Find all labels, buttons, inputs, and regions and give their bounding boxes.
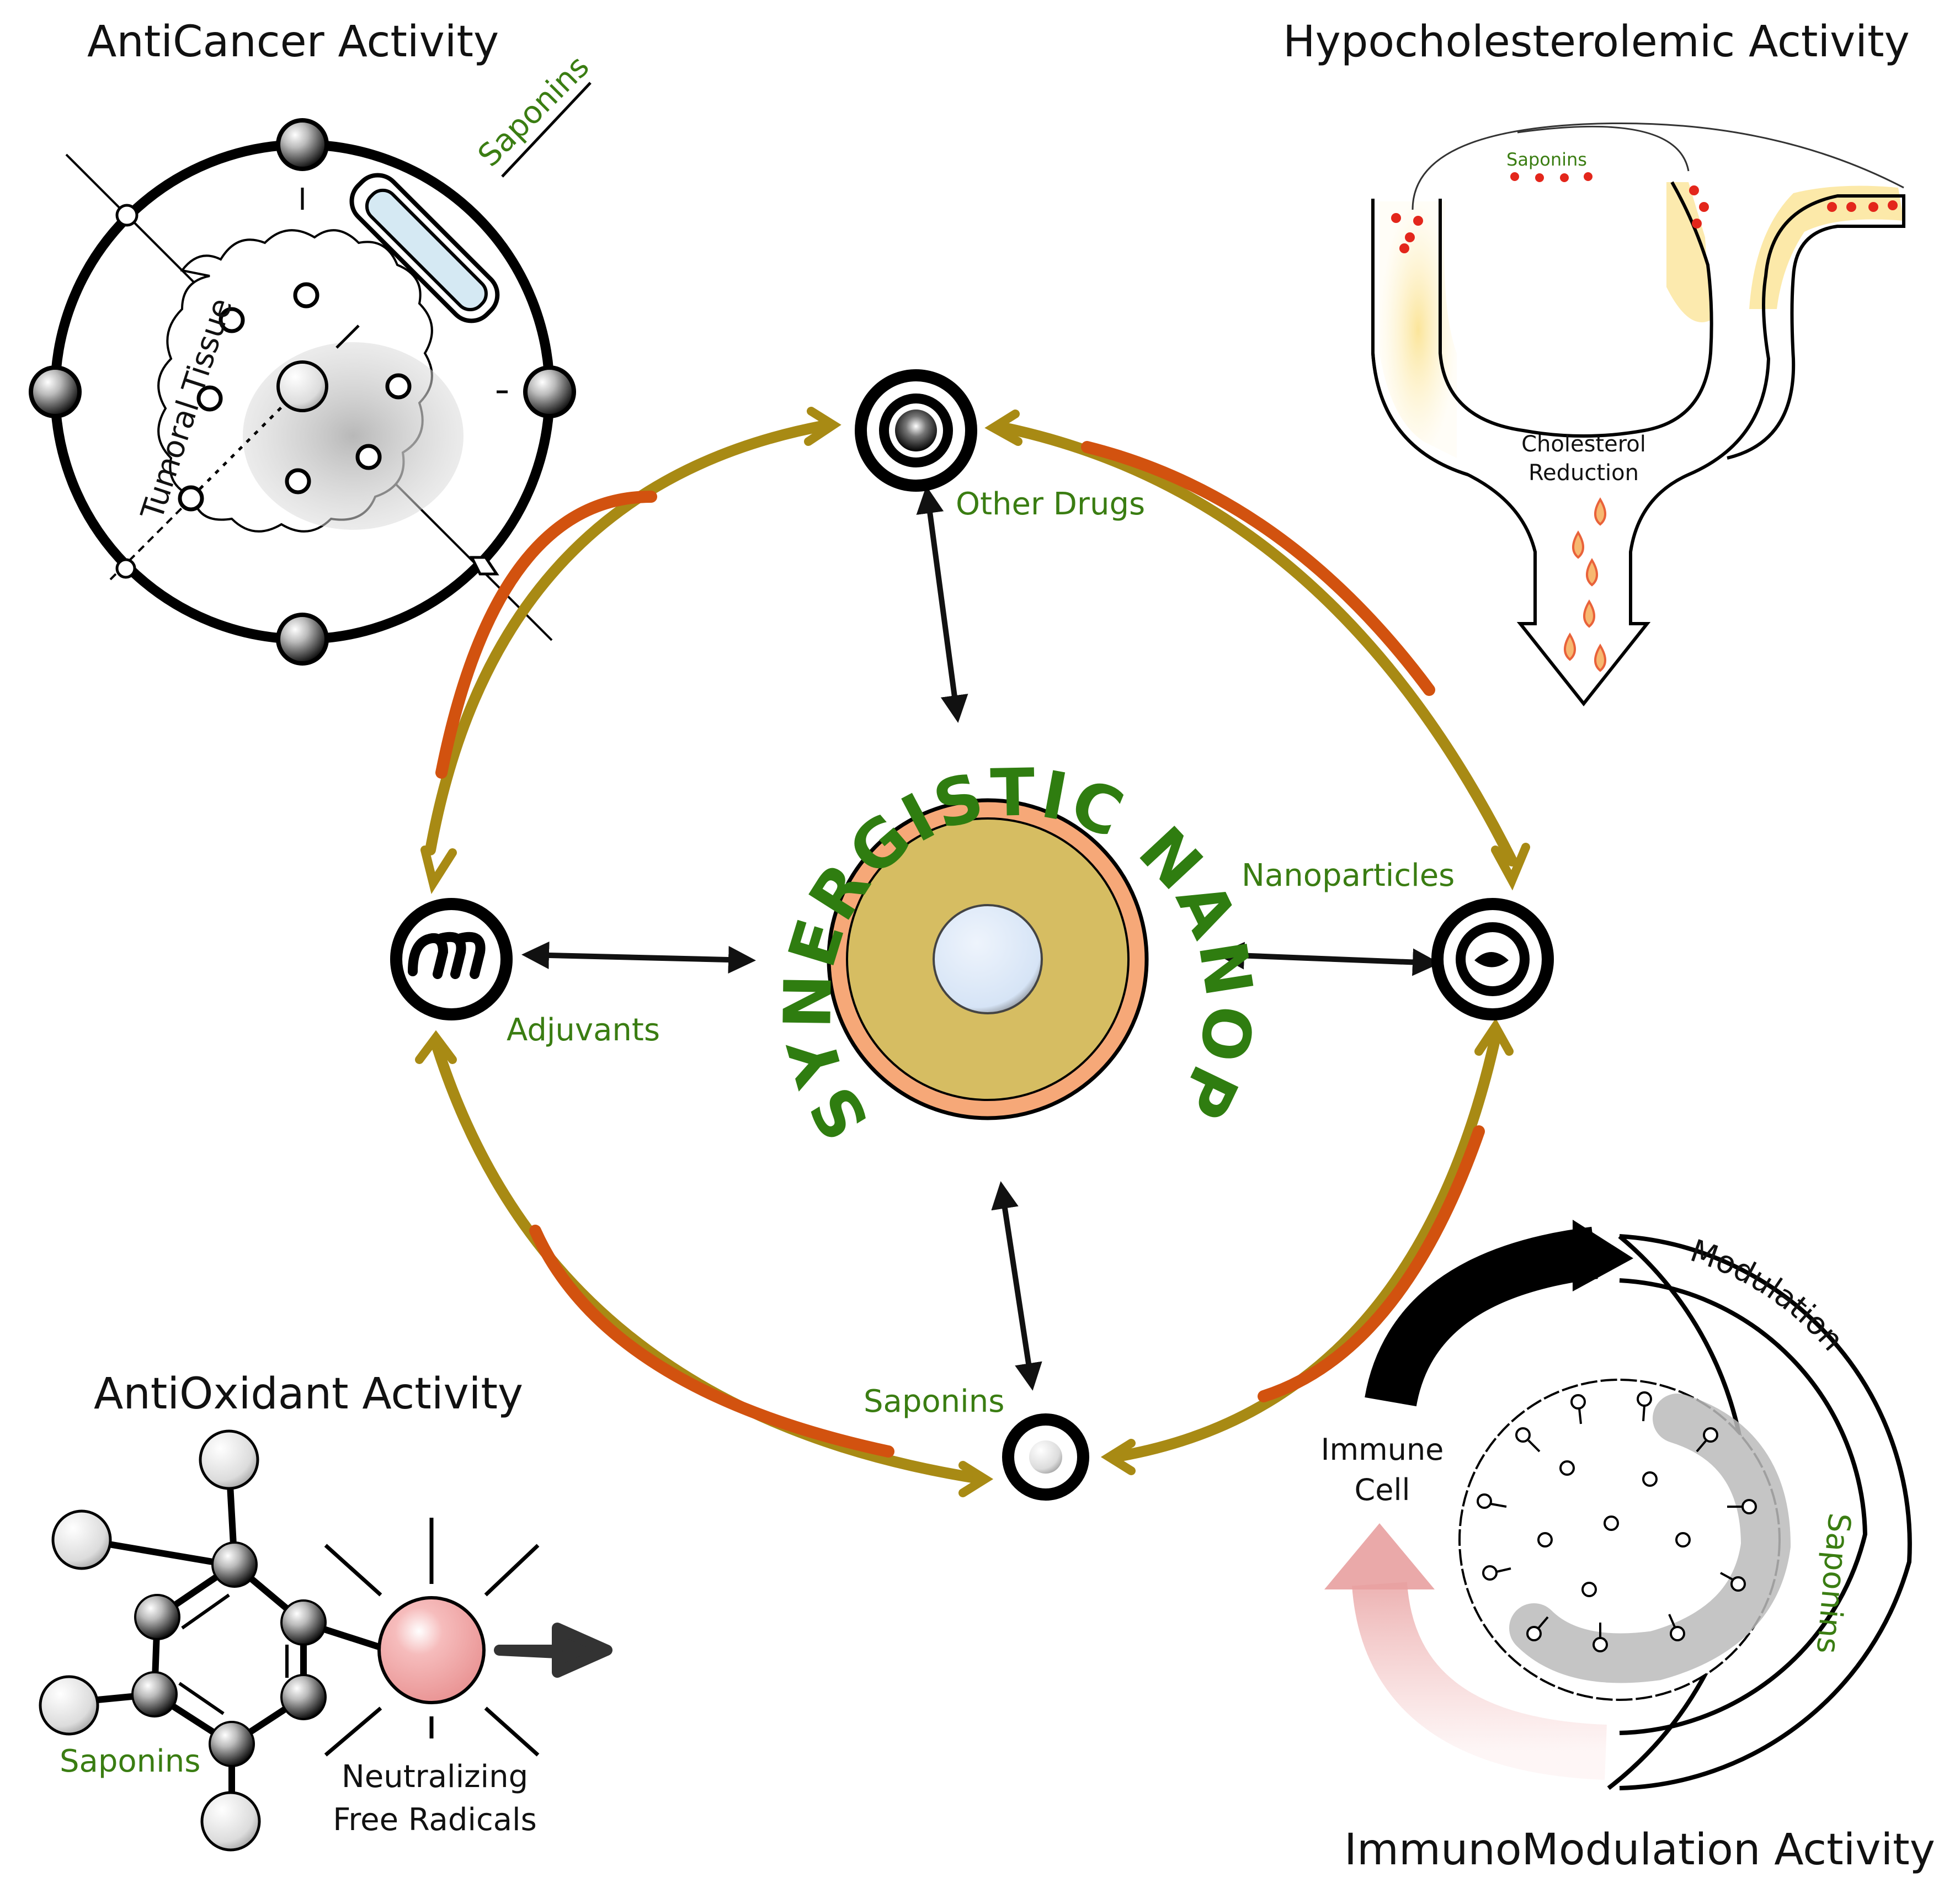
immune-cell-icon [1458, 1379, 1791, 1701]
immunomodulation-title: ImmunoModulation Activity [1344, 1825, 1935, 1875]
double-arrows [521, 486, 1440, 1391]
antioxidant-panel: Saponins Neutralizing Free Radicals [39, 1429, 612, 1852]
immunomodulation-panel: Modulation Saponins Immune Cell [1321, 1220, 1912, 1790]
antioxidant-radicals-line2: Free Radicals [333, 1802, 537, 1838]
node-adjuvants [390, 898, 513, 1020]
free-radical-icon [377, 1596, 486, 1704]
immuno-cell-line1: Immune [1321, 1432, 1444, 1467]
antioxidant-title: AntiOxidant Activity [94, 1369, 523, 1419]
hypocholesterolemic-title: Hypocholesterolemic Activity [1283, 17, 1910, 67]
hypo-reduction-line1: Cholesterol [1521, 432, 1646, 457]
immuno-saponins-label: Saponins [1809, 1512, 1857, 1655]
node-saponins [1002, 1413, 1089, 1501]
ring-node-icons [29, 118, 576, 666]
immuno-cell-line2: Cell [1355, 1472, 1410, 1507]
antioxidant-saponins-label: Saponins [60, 1743, 200, 1779]
node-adjuvants-label: Adjuvants [507, 1012, 660, 1048]
anticancer-title: AntiCancer Activity [87, 17, 499, 67]
syringe-icon [335, 82, 592, 349]
node-saponins-label: Saponins [864, 1384, 1004, 1419]
cycle-arrows [415, 407, 1530, 1497]
adjuvant-glyph-icon [408, 932, 486, 979]
node-nanoparticles [1431, 898, 1554, 1020]
node-other-drugs [855, 369, 977, 492]
anticancer-saponins-label: Saponins [471, 49, 596, 174]
affected-region [243, 342, 464, 530]
node-nanoparticles-label: Nanoparticles [1242, 858, 1455, 894]
hypo-saponins-label: Saponins [1506, 149, 1587, 170]
cholesterol-droplet-icons [1564, 497, 1606, 672]
hypocholesterolemic-panel: Saponins Cholesterol Reduction [1371, 122, 1905, 706]
right-arrow-icon [494, 1623, 612, 1678]
antioxidant-radicals-line1: Neutralizing [342, 1759, 528, 1795]
node-other-drugs-label: Other Drugs [956, 486, 1145, 522]
hypo-reduction-line2: Reduction [1528, 460, 1639, 486]
nanoplatform-core [827, 798, 1149, 1120]
